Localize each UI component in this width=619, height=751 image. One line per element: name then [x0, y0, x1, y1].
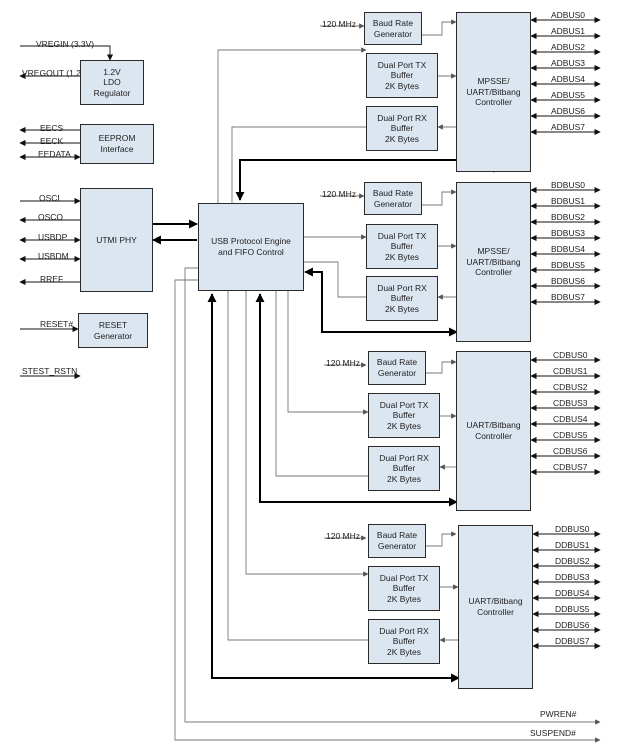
- baud-rate-generator-d: Baud Rate Generator: [368, 524, 426, 558]
- clock-label-b: 120 MHz: [322, 189, 357, 199]
- tx-buffer-a: Dual Port TX Buffer 2K Bytes: [366, 53, 438, 98]
- pin-label: DDBUS0: [555, 524, 590, 534]
- pin-label: CDBUS4: [553, 414, 588, 424]
- vregout-label: VREGOUT (1.2V): [22, 68, 90, 78]
- pin-label: BDBUS2: [551, 212, 586, 222]
- baud-rate-generator-c: Baud Rate Generator: [368, 351, 426, 385]
- pin-label: BDBUS0: [551, 180, 586, 190]
- clock-label-d: 120 MHz: [326, 531, 361, 541]
- pin-label: ADBUS0: [551, 10, 586, 20]
- pin-label: ADBUS2: [551, 42, 586, 52]
- eeck-label: EECK: [40, 136, 64, 146]
- pin-label: DDBUS7: [555, 636, 590, 646]
- controller-c: UART/Bitbang Controller: [456, 351, 531, 511]
- controller-a: MPSSE/ UART/Bitbang Controller: [456, 12, 531, 172]
- controller-d: UART/Bitbang Controller: [458, 525, 533, 689]
- usb-protocol-engine-block: USB Protocol Engine and FIFO Control: [198, 203, 304, 291]
- eedata-label: EEDATA: [38, 149, 71, 159]
- pin-label: BDBUS6: [551, 276, 586, 286]
- suspend-label: SUSPEND#: [530, 728, 576, 738]
- pin-label: DDBUS1: [555, 540, 590, 550]
- pin-label: CDBUS3: [553, 398, 588, 408]
- pin-label: BDBUS5: [551, 260, 586, 270]
- osco-label: OSCO: [38, 212, 64, 222]
- reset-generator-block: RESET Generator: [78, 313, 148, 348]
- pin-label: ADBUS3: [551, 58, 586, 68]
- pin-label: CDBUS6: [553, 446, 588, 456]
- rx-buffer-a: Dual Port RX Buffer 2K Bytes: [366, 106, 438, 151]
- pin-label: CDBUS7: [553, 462, 588, 472]
- ldo-regulator-block: 1.2V LDO Regulator: [80, 60, 144, 105]
- pin-label: BDBUS1: [551, 196, 586, 206]
- pin-label: BDBUS3: [551, 228, 586, 238]
- pin-label: ADBUS6: [551, 106, 586, 116]
- eecs-label: EECS: [40, 123, 64, 133]
- pwren-label: PWREN#: [540, 709, 577, 719]
- reset-label: RESET#: [40, 319, 74, 329]
- vregin-label: VREGIN (3.3V): [36, 39, 95, 49]
- pin-label: DDBUS3: [555, 572, 590, 582]
- tx-buffer-c: Dual Port TX Buffer 2K Bytes: [368, 393, 440, 438]
- pin-label: DDBUS2: [555, 556, 590, 566]
- usbdm-label: USBDM: [38, 251, 69, 261]
- rx-buffer-c: Dual Port RX Buffer 2K Bytes: [368, 446, 440, 491]
- baud-rate-generator-b: Baud Rate Generator: [364, 182, 422, 215]
- pin-label: CDBUS0: [553, 350, 588, 360]
- pin-label: ADBUS1: [551, 26, 586, 36]
- pin-label: ADBUS7: [551, 122, 586, 132]
- rref-label: RREF: [40, 274, 64, 284]
- controller-b: MPSSE/ UART/Bitbang Controller: [456, 182, 531, 342]
- pin-label: BDBUS4: [551, 244, 586, 254]
- pin-label: CDBUS5: [553, 430, 588, 440]
- rx-buffer-b: Dual Port RX Buffer 2K Bytes: [366, 276, 438, 321]
- pin-label: BDBUS7: [551, 292, 586, 302]
- usbdp-label: USBDP: [38, 232, 68, 242]
- pin-label: CDBUS1: [553, 366, 588, 376]
- clock-label-c: 120 MHz: [326, 358, 361, 368]
- pin-label: CDBUS2: [553, 382, 588, 392]
- pin-label: DDBUS4: [555, 588, 590, 598]
- osci-label: OSCI: [39, 193, 60, 203]
- eeprom-interface-block: EEPROM Interface: [80, 124, 154, 164]
- baud-rate-generator-a: Baud Rate Generator: [364, 12, 422, 45]
- utmi-phy-block: UTMI PHY: [80, 188, 153, 292]
- rx-buffer-d: Dual Port RX Buffer 2K Bytes: [368, 619, 440, 664]
- pin-label: DDBUS5: [555, 604, 590, 614]
- pin-label: ADBUS4: [551, 74, 586, 84]
- pin-label: DDBUS6: [555, 620, 590, 630]
- clock-label-a: 120 MHz: [322, 19, 357, 29]
- stest-rstn-label: STEST_RSTN: [22, 366, 78, 376]
- tx-buffer-d: Dual Port TX Buffer 2K Bytes: [368, 566, 440, 611]
- pin-label: ADBUS5: [551, 90, 586, 100]
- tx-buffer-b: Dual Port TX Buffer 2K Bytes: [366, 224, 438, 269]
